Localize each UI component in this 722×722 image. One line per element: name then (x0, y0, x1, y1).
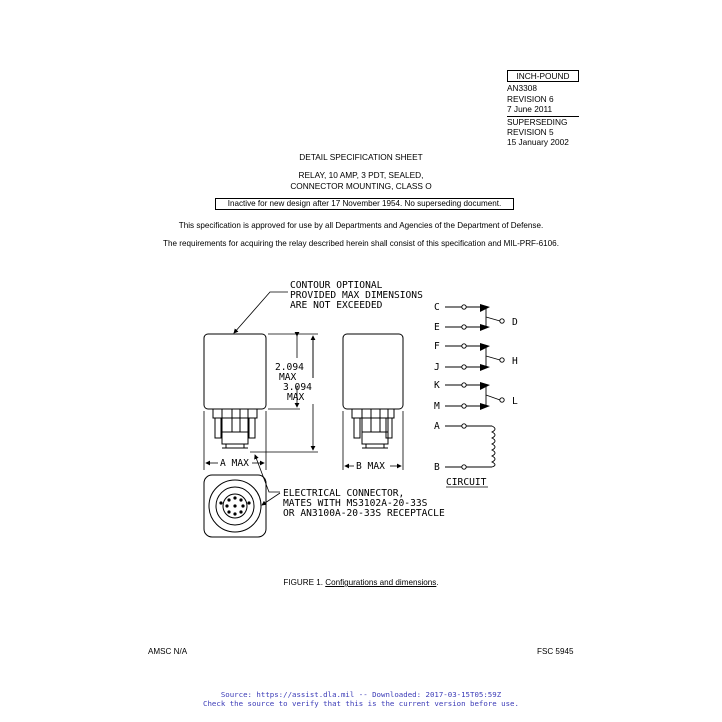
inch-pound-label: INCH-POUND (507, 70, 579, 83)
relay-circuit-schematic: C E F J K M A B D H L (434, 302, 518, 488)
a-max-dimension (203, 411, 267, 470)
source-watermark-line-1: Source: https://assist.dla.mil -- Downlo… (220, 690, 502, 699)
requirements-statement: The requirements for acquiring the relay… (163, 239, 559, 248)
connector-note-line-3: OR AN3100A-20-33S RECEPTACLE (283, 508, 445, 519)
contour-leader-arrow (233, 291, 288, 334)
revision: REVISION 6 (507, 93, 554, 104)
dim-2094-max: MAX (279, 372, 297, 383)
superseded-revision: REVISION 5 (507, 127, 554, 138)
superseded-date: 15 January 2002 (507, 137, 569, 148)
dim-2094-value: 2.094 (275, 362, 304, 373)
approval-statement: This specification is approved for use b… (178, 221, 544, 230)
connector-end-view (203, 474, 267, 538)
b-max-label: B MAX (356, 461, 385, 472)
b-max-dimension (342, 411, 404, 470)
terminal-f: F (434, 341, 440, 352)
terminal-c: C (434, 302, 440, 313)
terminal-a: A (434, 421, 440, 432)
height-dimension-lines (250, 332, 318, 453)
contour-note-line-1: CONTOUR OPTIONAL (290, 280, 383, 291)
contour-note-line-3: ARE NOT EXCEEDED (290, 300, 383, 311)
connector-leader-arrow-top (254, 454, 280, 493)
document-header-block: INCH-POUND AN3308 REVISION 6 7 June 2011… (507, 70, 579, 148)
terminal-h: H (512, 356, 518, 367)
terminal-j: J (434, 362, 440, 373)
connector-leader-arrow-bottom (261, 492, 281, 506)
document-title: DETAIL SPECIFICATION SHEET (299, 152, 423, 162)
connector-note-line-1: ELECTRICAL CONNECTOR, (283, 488, 404, 499)
connector-note-line-2: MATES WITH MS3102A-20-33S (283, 498, 428, 509)
relay-side-view-b (342, 333, 404, 449)
document-subtitle-line-1: RELAY, 10 AMP, 3 PDT, SEALED, (298, 170, 424, 180)
terminal-m: M (434, 401, 440, 412)
document-subtitle-line-2: CONNECTOR MOUNTING, CLASS O (290, 181, 432, 191)
dim-3094-max: MAX (287, 392, 305, 403)
terminal-b: B (434, 462, 440, 473)
dim-3094-value: 3.094 (283, 382, 312, 393)
circuit-label: CIRCUIT (446, 477, 487, 488)
figure-caption: FIGURE 1. Configurations and dimensions. (0, 578, 722, 587)
amsc-code: AMSC N/A (148, 647, 188, 656)
a-max-label: A MAX (220, 458, 249, 469)
terminal-d: D (512, 317, 518, 328)
figure-caption-prefix: FIGURE 1. (283, 578, 326, 587)
contour-note-line-2: PROVIDED MAX DIMENSIONS (290, 290, 423, 301)
fsc-code: FSC 5945 (537, 647, 574, 656)
terminal-l: L (512, 396, 518, 407)
figure-caption-title: Configurations and dimensions (325, 578, 437, 587)
terminal-k: K (434, 380, 440, 391)
inactive-notice: Inactive for new design after 17 Novembe… (215, 198, 514, 210)
document-number: AN3308 (507, 83, 537, 94)
superseding-label: SUPERSEDING (507, 115, 579, 127)
terminal-e: E (434, 322, 440, 333)
relay-side-view-a (203, 333, 267, 449)
revision-date: 7 June 2011 (507, 104, 553, 115)
figure-caption-suffix: . (436, 578, 439, 587)
source-watermark-line-2: Check the source to verify that this is … (203, 699, 519, 708)
